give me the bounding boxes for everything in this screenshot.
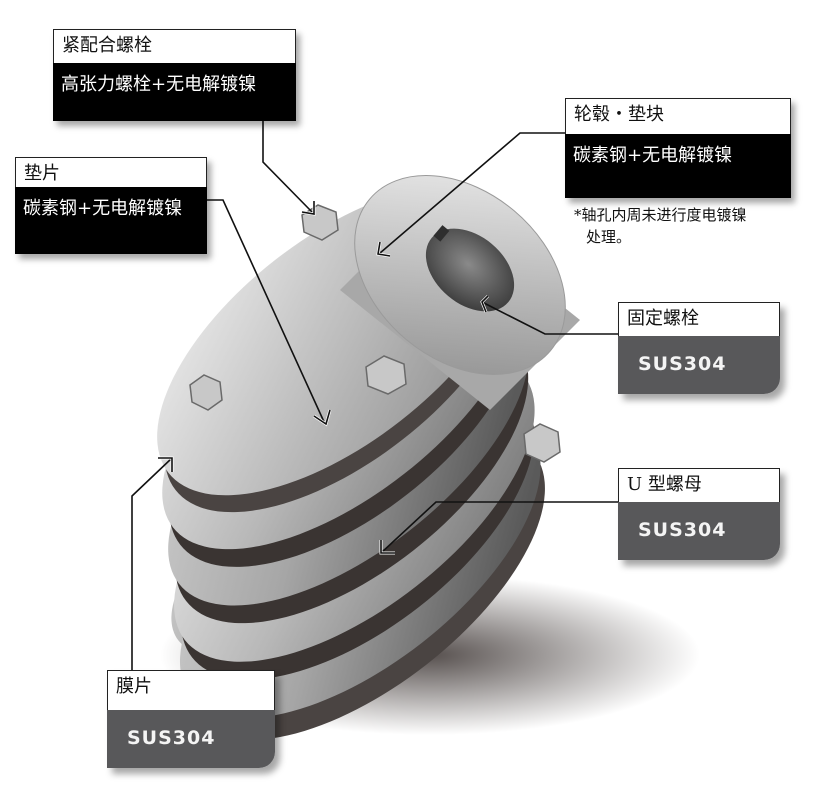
callout-material: 高张力螺栓+无电解镀镍 bbox=[53, 63, 296, 121]
callout-material: SUS304 bbox=[618, 502, 780, 560]
callout-set-bolt: 固定螺栓 SUS304 bbox=[618, 302, 780, 394]
callout-material: 碳素钢+无电解镀镍 bbox=[15, 187, 207, 254]
callout-title: U 型螺母 bbox=[618, 468, 780, 502]
callout-material: SUS304 bbox=[618, 336, 780, 394]
callout-tight-fit-bolt: 紧配合螺栓 高张力螺栓+无电解镀镍 bbox=[53, 29, 296, 121]
callout-title: 轮毂・垫块 bbox=[565, 98, 791, 134]
callout-title: 固定螺栓 bbox=[618, 302, 780, 336]
callout-title: 紧配合螺栓 bbox=[53, 29, 296, 63]
callout-disc: 膜片 SUS304 bbox=[107, 670, 275, 768]
hex-bolts bbox=[189, 204, 561, 463]
note-line-2: 处理。 bbox=[586, 228, 632, 246]
callout-title: 垫片 bbox=[15, 157, 207, 187]
plating-note: *轴孔内周未进行度电镀镍 处理。 bbox=[574, 204, 747, 248]
callout-material: SUS304 bbox=[107, 710, 275, 768]
callout-washer: 垫片 碳素钢+无电解镀镍 bbox=[15, 157, 207, 254]
leader-lines bbox=[131, 121, 618, 670]
callout-u-nut: U 型螺母 SUS304 bbox=[618, 468, 780, 560]
note-line-1: *轴孔内周未进行度电镀镍 bbox=[574, 206, 747, 224]
callout-material: 碳素钢+无电解镀镍 bbox=[565, 134, 791, 198]
front-hub bbox=[340, 175, 580, 410]
callout-hub-spacer: 轮毂・垫块 碳素钢+无电解镀镍 bbox=[565, 98, 791, 198]
callout-title: 膜片 bbox=[107, 670, 275, 710]
